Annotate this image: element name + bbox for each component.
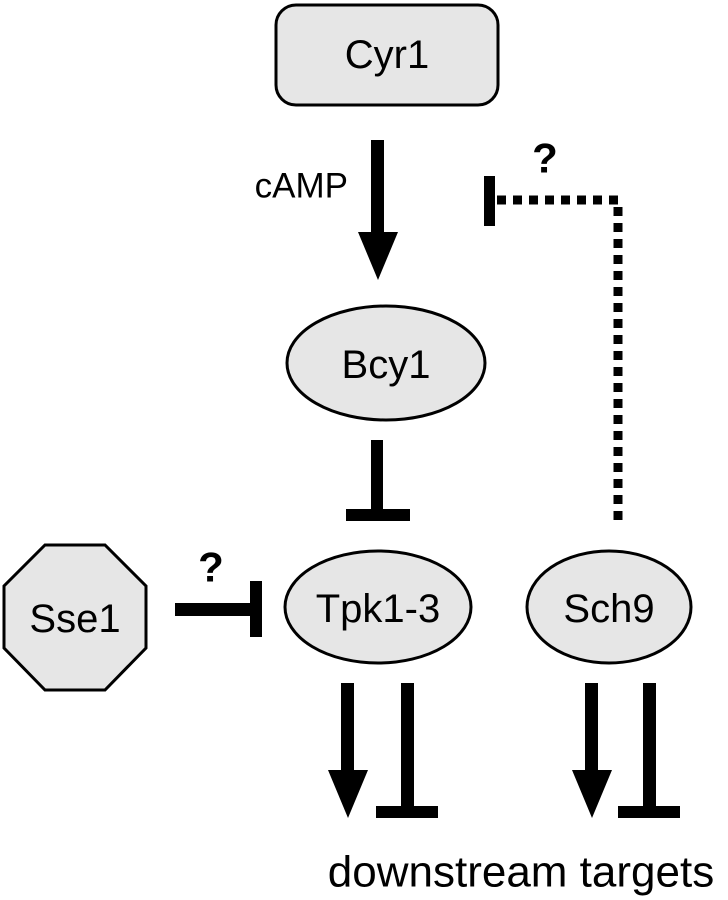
sse1-inhibition-stem <box>175 603 253 616</box>
sch9-feedback-bar <box>484 176 495 226</box>
sse1-octagon <box>2 543 148 692</box>
sse1-node: Sse1 <box>2 543 148 692</box>
cyr1-label: Cyr1 <box>345 33 429 77</box>
tpk-label: Tpk1-3 <box>316 587 441 631</box>
sch9-feedback-question-mark: ? <box>532 135 558 182</box>
sch9-feedback-dotted-line <box>496 195 623 520</box>
tpk-downstream-inhibition-bar <box>376 806 438 818</box>
camp-arrow-shaft <box>371 140 384 235</box>
sch9-downstream-arrow-shaft <box>585 683 598 773</box>
tpk-downstream-inhibition-stem <box>401 683 414 809</box>
bcy1-ellipse <box>285 304 487 422</box>
cyr1-node: Cyr1 <box>274 3 500 107</box>
tpk-downstream-inhibition <box>376 683 438 818</box>
downstream-targets-label: downstream targets <box>328 848 714 897</box>
sse1-question-mark: ? <box>198 544 224 591</box>
tpk-downstream-arrow-head <box>328 770 368 818</box>
bcy1-inhibition <box>346 440 410 521</box>
camp-arrow-head <box>358 232 398 280</box>
sse1-inhibition-bar <box>250 581 262 637</box>
sch9-downstream-activation <box>572 683 612 818</box>
bcy1-node: Bcy1 <box>285 304 487 422</box>
sch9-ellipse <box>525 549 693 665</box>
bcy1-inhibition-bar <box>346 509 410 521</box>
tpk-ellipse <box>283 549 473 665</box>
tpk-downstream-activation <box>328 683 368 818</box>
sch9-node: Sch9 <box>525 549 693 665</box>
sch9-downstream-arrow-head <box>572 770 612 818</box>
sse1-label: Sse1 <box>29 597 120 641</box>
sch9-feedback-inhibition <box>484 176 623 520</box>
tpk-node: Tpk1-3 <box>283 549 473 665</box>
bcy1-inhibition-stem <box>371 440 383 512</box>
sch9-label: Sch9 <box>563 587 654 631</box>
sse1-inhibition <box>175 581 262 637</box>
sch9-downstream-inhibition-bar <box>618 806 680 818</box>
bcy1-label: Bcy1 <box>342 343 431 387</box>
tpk-downstream-arrow-shaft <box>341 683 354 773</box>
camp-activation-arrow <box>358 140 398 280</box>
sch9-downstream-inhibition-stem <box>643 683 656 809</box>
sch9-downstream-inhibition <box>618 683 680 818</box>
camp-label: cAMP <box>255 167 348 206</box>
cyr1-box <box>274 3 500 107</box>
